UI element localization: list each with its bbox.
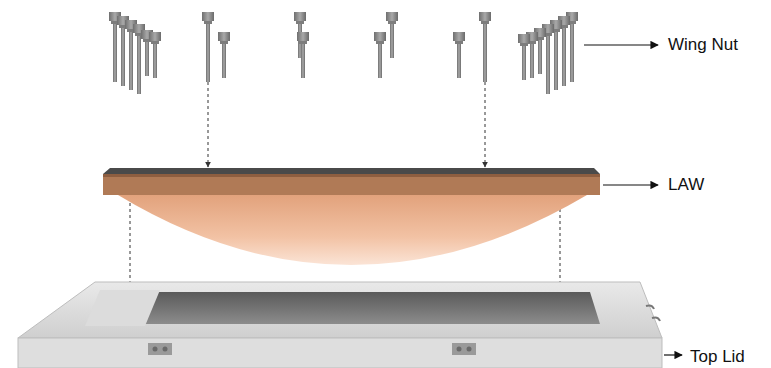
leader-arrow [584, 44, 658, 45]
wing-nut [479, 12, 491, 82]
hook [652, 317, 660, 321]
wing-nut [218, 32, 230, 78]
lid-ledge [85, 290, 160, 326]
wing-nut-group [109, 12, 578, 94]
wing-nut [374, 32, 386, 78]
screw [467, 347, 472, 352]
leaders [584, 45, 682, 355]
wing-nut [202, 12, 214, 82]
lens [118, 195, 587, 265]
wing-nut [297, 32, 309, 78]
part-label: Top Lid [690, 347, 745, 367]
part-label: Wing Nut [668, 35, 738, 55]
plate-edge-shade [103, 174, 600, 177]
hook [646, 305, 654, 309]
screw [163, 347, 168, 352]
lid-front [18, 338, 662, 368]
leader-arrow [603, 184, 658, 185]
top-lid [18, 282, 662, 368]
latch [452, 343, 476, 355]
screw [153, 347, 158, 352]
wing-nut [149, 32, 161, 78]
law-window [103, 168, 600, 265]
wing-nut [386, 12, 398, 58]
guide-line [485, 82, 486, 167]
screw [457, 347, 462, 352]
lid-top [18, 282, 662, 338]
guide-line [208, 82, 209, 167]
wing-nut [518, 34, 530, 80]
part-label: LAW [668, 175, 704, 195]
plate-edge [103, 174, 600, 195]
lid-opening [135, 292, 600, 324]
plate-top [103, 168, 600, 174]
latch [148, 343, 172, 355]
wing-nut [453, 32, 465, 78]
leader-arrow [664, 354, 682, 355]
